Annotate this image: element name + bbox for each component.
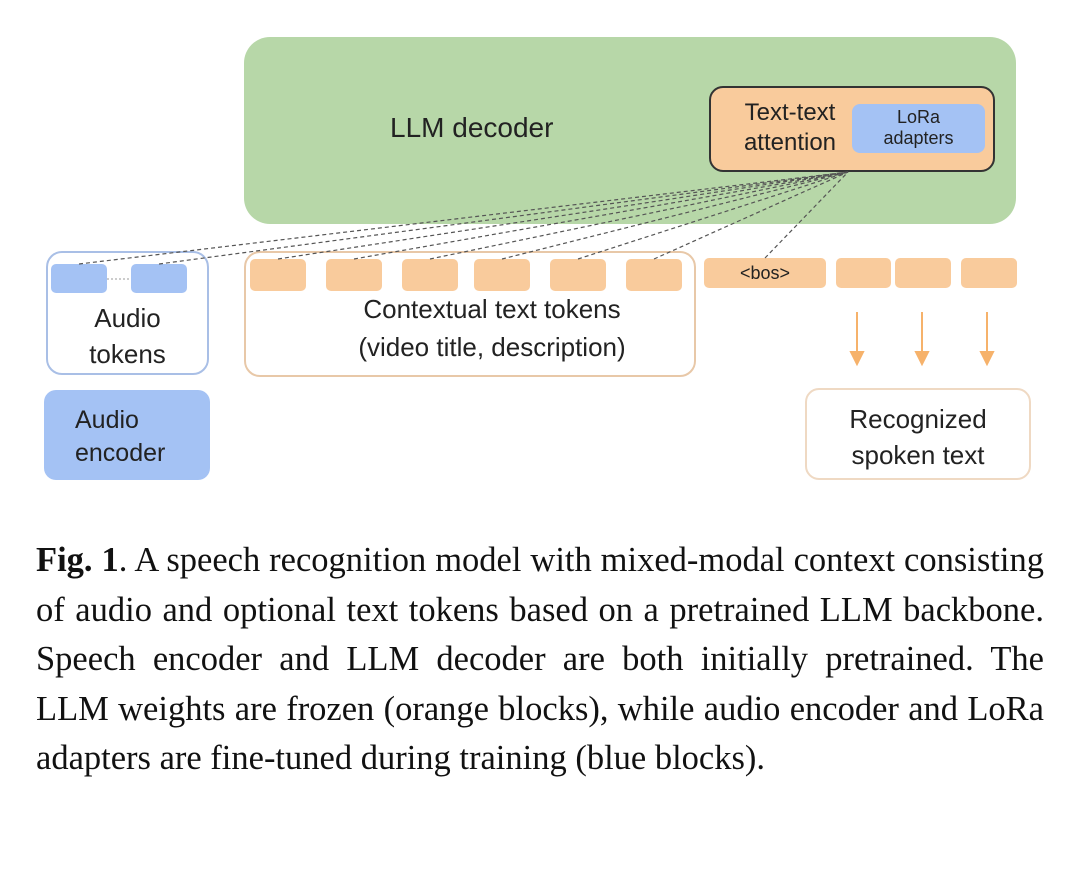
attention-connector <box>501 171 849 260</box>
output-token <box>961 258 1017 288</box>
attention-connector <box>78 171 849 265</box>
contextual-text-tokens-label: Contextual text tokens (video title, des… <box>290 290 694 366</box>
lora-adapters-block: LoRa adapters <box>852 104 985 153</box>
audio-encoder-label-line2: encoder <box>75 439 166 467</box>
text-text-attention-label-line2: attention <box>743 129 837 156</box>
caption-text: . A speech recognition model with mixed-… <box>36 541 1044 777</box>
context-token <box>402 259 458 291</box>
lora-adapters-label-line1: LoRa <box>896 107 941 127</box>
recognized-text-label-line1: Recognized <box>849 404 987 434</box>
attention-connector <box>577 171 849 260</box>
attention-connector <box>277 171 849 260</box>
audio-tokens-label-line1: Audio <box>94 303 161 333</box>
connector-lines <box>78 171 995 367</box>
audio-token <box>131 264 187 293</box>
text-text-attention-label-line1: Text-text <box>744 99 836 126</box>
attention-connector <box>353 171 849 260</box>
attention-connector <box>764 171 849 259</box>
output-token <box>895 258 951 288</box>
llm-decoder-label: LLM decoder <box>390 112 554 143</box>
down-arrow-head <box>979 351 995 367</box>
context-token <box>250 259 306 291</box>
recognized-text-block: Recognized spoken text <box>805 388 1031 480</box>
contextual-text-tokens-group <box>244 251 696 377</box>
down-arrow-head <box>914 351 930 367</box>
context-token <box>550 259 606 291</box>
recognized-text-label-line2: spoken text <box>851 440 985 470</box>
context-token <box>326 259 382 291</box>
contextual-text-tokens-label-line1: Contextual text tokens <box>363 294 621 324</box>
attention-connector <box>653 171 849 260</box>
attention-connector <box>429 171 849 260</box>
audio-tokens-label: Audio tokens <box>46 300 209 372</box>
attention-connector <box>158 171 849 265</box>
bos-token: <bos> <box>704 258 826 288</box>
text-text-attention-label: Text-text attention <box>730 98 850 158</box>
lora-adapters-label-line2: adapters <box>883 128 954 148</box>
audio-token <box>51 264 107 293</box>
audio-encoder-block: Audio encoder <box>44 390 210 480</box>
context-token <box>474 259 530 291</box>
output-token <box>836 258 891 288</box>
figure-caption: Fig. 1. A speech recognition model with … <box>36 536 1044 784</box>
context-token <box>626 259 682 291</box>
figure-label: Fig. 1 <box>36 541 119 579</box>
contextual-text-tokens-label-line2: (video title, description) <box>358 332 626 362</box>
down-arrow-head <box>849 351 865 367</box>
audio-encoder-label-line1: Audio <box>75 406 139 434</box>
audio-tokens-label-line2: tokens <box>89 339 166 369</box>
